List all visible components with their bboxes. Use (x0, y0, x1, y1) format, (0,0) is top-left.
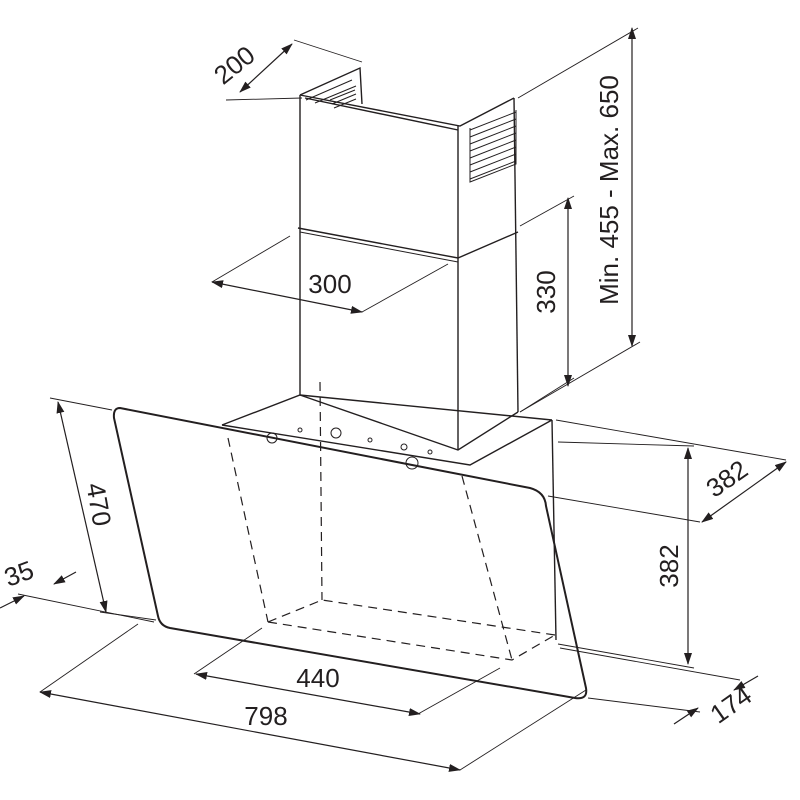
dimension-lower-chimney-height: 330 (519, 195, 575, 413)
label-hood-depth-top: 382 (700, 454, 753, 503)
chimney (297, 66, 519, 451)
label-total-chimney-height: Min. 455 - Max. 650 (594, 75, 624, 305)
dimension-hood-width: 798 (39, 623, 587, 772)
dimension-glass-offset: 35 (0, 555, 155, 623)
dimension-chimney-width: 300 (211, 235, 449, 314)
dimension-bottom-depth: 174 (559, 647, 759, 729)
label-glass-height: 470 (80, 480, 117, 528)
dimension-glass-height: 470 (49, 397, 157, 621)
label-chimney-width: 300 (308, 269, 351, 299)
label-glass-offset: 35 (0, 555, 37, 593)
dimension-hood-height-rear: 382 (557, 441, 695, 669)
label-chimney-depth: 200 (208, 40, 261, 91)
label-bottom-depth: 174 (704, 680, 757, 729)
dimension-total-chimney-height: Min. 455 - Max. 650 (517, 27, 641, 413)
hood-body (221, 381, 557, 661)
dimension-inner-width: 440 (193, 627, 501, 717)
label-hood-width: 798 (244, 701, 287, 731)
glass-panel (112, 406, 588, 700)
dimension-hood-depth-top: 382 (547, 419, 787, 523)
dimension-chimney-depth: 200 (208, 39, 363, 101)
label-inner-width: 440 (296, 663, 339, 693)
label-hood-height-rear: 382 (654, 544, 684, 587)
label-lower-chimney-height: 330 (531, 270, 561, 313)
chimney-vent-grille (469, 110, 517, 183)
